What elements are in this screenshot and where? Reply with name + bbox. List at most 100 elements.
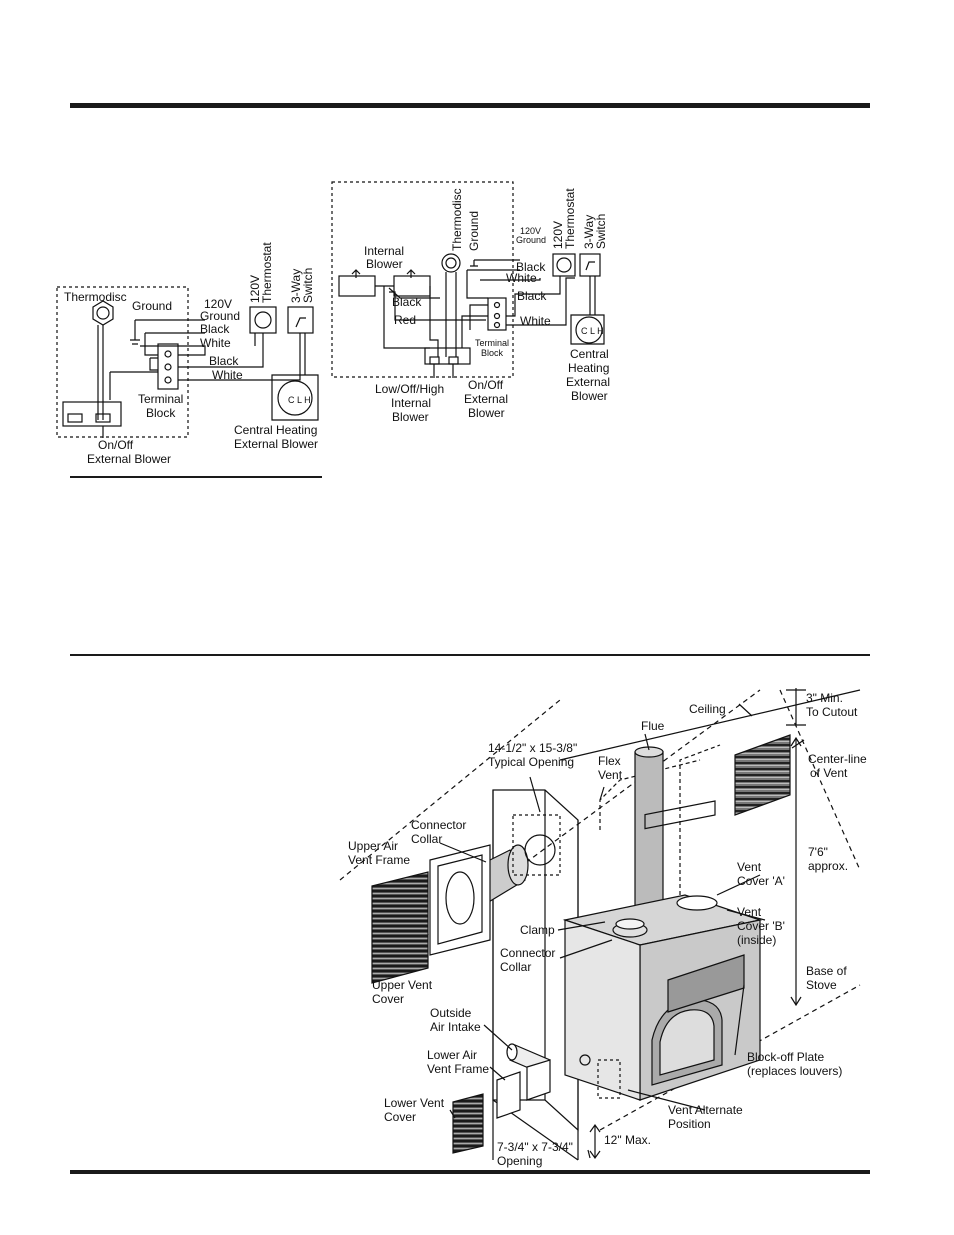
label-cover-a: Cover 'A' xyxy=(737,874,785,888)
label-upper-air: Upper Air xyxy=(348,839,398,853)
label-black-1: Black xyxy=(200,322,230,336)
label-internal-2: Internal xyxy=(364,244,404,258)
label-flex: Flex xyxy=(598,754,621,768)
label-external-2: External xyxy=(566,375,610,389)
label-base-of: Base of xyxy=(806,964,847,978)
label-block-off: Block-off Plate xyxy=(747,1050,824,1064)
label-cover-2: Cover xyxy=(384,1110,416,1124)
label-black-1b: Black xyxy=(209,354,239,368)
label-3way-1: 3-Way xyxy=(289,269,303,303)
label-collar-2: Collar xyxy=(500,960,531,974)
label-block-1: Block xyxy=(146,406,176,420)
label-cover: Cover xyxy=(372,992,404,1006)
stove-louvers xyxy=(644,800,716,830)
label-blower-2b: Blower xyxy=(571,389,608,403)
wiring-diagram-internal-blower-labels: Internal Blower Thermodisc Ground 120V G… xyxy=(364,188,610,424)
label-air-intake: Air Intake xyxy=(430,1020,481,1034)
upper-vent-cover xyxy=(371,871,429,984)
label-heating-2: Heating xyxy=(568,361,609,375)
label-blower-2c: Blower xyxy=(392,410,429,424)
label-120v-2: 120V xyxy=(520,226,541,236)
label-external-blower-1: External Blower xyxy=(234,437,318,451)
three-way-switch-1 xyxy=(287,306,314,334)
wiring-diagram-simple xyxy=(56,286,319,438)
label-120v-thermostat-1: 120V xyxy=(248,275,262,303)
label-vent: Vent xyxy=(598,768,623,782)
label-block-2: Block xyxy=(481,348,504,358)
label-flue: Flue xyxy=(641,719,665,733)
label-to-cutout: To Cutout xyxy=(806,705,858,719)
label-central-1: Central Heating xyxy=(234,423,317,437)
label-cover-b: Cover 'B' xyxy=(737,919,785,933)
label-switch-1: Switch xyxy=(301,268,315,303)
vent-installation-labels: 3" Min. To Cutout Ceiling Flue Center-li… xyxy=(348,691,867,1168)
label-lower-air: Lower Air xyxy=(427,1048,477,1062)
label-120v-thermostat-2: 120V xyxy=(551,221,565,249)
thermostat-2 xyxy=(552,253,576,277)
label-collar: Collar xyxy=(411,832,442,846)
thermodisc-icon-2 xyxy=(441,253,461,273)
label-ground-1b: Ground xyxy=(200,309,240,323)
label-connector-2: Connector xyxy=(500,946,555,960)
label-white-1: White xyxy=(200,336,231,350)
label-central-2: Central xyxy=(570,347,609,361)
label-thermodisc-1: Thermodisc xyxy=(64,290,127,304)
wiring-diagram-simple-labels: Thermodisc Ground 120V Ground Black Whit… xyxy=(64,242,318,466)
label-replaces: (replaces louvers) xyxy=(747,1064,842,1078)
label-inside: (inside) xyxy=(737,933,776,947)
label-onoff-ext-1: External Blower xyxy=(87,452,171,466)
label-clamp: Clamp xyxy=(520,923,555,937)
label-ceiling: Ceiling xyxy=(689,702,726,716)
label-12in-max: 12" Max. xyxy=(604,1133,651,1147)
vent-cover-a xyxy=(676,895,718,911)
internal-blower-left xyxy=(338,275,376,297)
diagram1-underline xyxy=(70,476,322,478)
label-blower-2d: Blower xyxy=(468,406,505,420)
label-white-2b: White xyxy=(520,314,551,328)
label-blower-2: Blower xyxy=(366,257,403,271)
label-stove: Stove xyxy=(806,978,837,992)
label-opening-2: 7-3/4" x 7-3/4" xyxy=(497,1140,573,1154)
label-outside: Outside xyxy=(430,1006,472,1020)
label-thermostat-1: Thermostat xyxy=(260,242,274,303)
three-way-switch-2 xyxy=(579,253,601,277)
middle-rule xyxy=(70,654,870,656)
label-ground-1: Ground xyxy=(132,299,172,313)
label-120v-1: 120V xyxy=(204,297,232,311)
lower-air-vent-frame xyxy=(496,1071,521,1119)
label-opening-1: 14-1/2" x 15-3/8" xyxy=(488,741,577,755)
label-3way-2: 3-Way xyxy=(582,215,596,249)
label-clh-1: C L H xyxy=(288,395,311,405)
bottom-rule xyxy=(70,1170,870,1174)
lower-vent-cover xyxy=(452,1093,484,1154)
label-black-2b: Black xyxy=(517,289,547,303)
label-vent-b: Vent xyxy=(737,905,762,919)
label-thermodisc-2: Thermodisc xyxy=(450,188,464,251)
flue-pipe xyxy=(634,751,664,915)
label-ground-2: Ground xyxy=(467,211,481,251)
label-centerline: Center-line xyxy=(808,752,867,766)
label-typical-opening: Typical Opening xyxy=(488,755,574,769)
label-switch-2: Switch xyxy=(594,214,608,249)
label-black-2c: Black xyxy=(392,295,422,309)
label-position: Position xyxy=(668,1117,711,1131)
label-white-2a: White xyxy=(506,271,537,285)
thermodisc-icon xyxy=(92,300,114,326)
label-upper-vent: Upper Vent xyxy=(372,978,433,992)
label-vent-frame: Vent Frame xyxy=(348,853,410,867)
ceiling-vent-grille xyxy=(734,734,791,816)
label-lower-vent: Lower Vent xyxy=(384,1096,445,1110)
thermostat-1 xyxy=(249,306,277,334)
label-white-1b: White xyxy=(212,368,243,382)
label-external-2b: External xyxy=(464,392,508,406)
label-vent-a: Vent xyxy=(737,860,762,874)
label-height: 7'6" xyxy=(808,845,828,859)
lowoffhigh-switch xyxy=(424,347,471,365)
wiring-diagram-internal-blower xyxy=(331,181,605,378)
label-onoff-2: On/Off xyxy=(468,378,504,392)
label-red-2: Red xyxy=(394,313,416,327)
stove-boundary-1 xyxy=(56,286,189,438)
label-terminal-2: Terminal xyxy=(475,338,509,348)
label-clh-2: C L H xyxy=(581,326,604,336)
